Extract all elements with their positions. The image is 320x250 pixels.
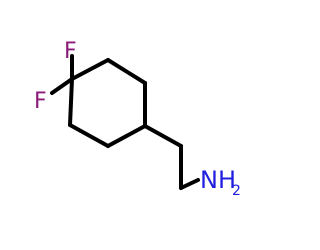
cf-bond-left	[50, 77, 74, 95]
structure-canvas: F F NH 2	[34, 39, 241, 199]
molecule-structure: F F NH 2	[34, 39, 241, 199]
chain-bond-3	[179, 178, 200, 190]
amine-label: NH	[200, 166, 236, 194]
chain-bond-1	[143, 124, 183, 148]
amine-subscript: 2	[232, 183, 241, 199]
ring-bond-6	[68, 77, 74, 127]
fluorine-left-label: F	[34, 89, 47, 114]
ring-bond-4	[106, 124, 147, 148]
ring-bond-1	[70, 58, 110, 81]
ring-bond-2	[106, 58, 147, 85]
fluorine-top-label: F	[64, 39, 77, 64]
ring-bond-5	[68, 123, 110, 148]
